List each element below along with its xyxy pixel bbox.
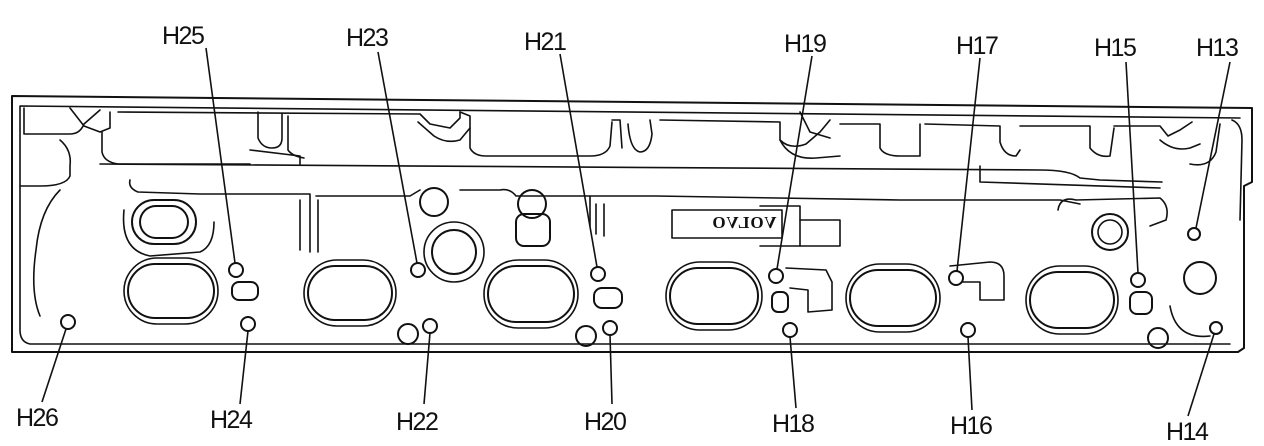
leader-h26 [41,328,67,403]
label-h24: H24 [210,406,253,434]
leader-h25 [205,47,236,264]
gallery-lines [128,179,1081,253]
hole-h15 [1130,272,1146,288]
hole-h17 [948,270,964,286]
label-h18: H18 [772,410,814,438]
part-outline [11,95,1253,353]
hole-h26 [60,314,76,330]
hole-labels: H13 H14 H15 H16 H17 H18 H19 H20 H21 H22 … [16,22,1239,446]
leader-h16 [967,336,973,411]
leader-h22 [423,332,431,405]
hole-h23 [410,262,426,278]
label-h26: H26 [16,404,58,432]
slot-boss [122,199,215,257]
leader-h14 [1187,333,1215,417]
hole-h13 [1187,227,1201,241]
hole-h25 [228,262,244,278]
leader-h20 [609,334,613,405]
label-h15: H15 [1094,34,1136,62]
label-h20: H20 [584,408,626,436]
leader-h15 [1125,61,1139,274]
label-h25: H25 [162,22,204,50]
hole-h24 [240,316,256,332]
hole-h16 [960,322,976,338]
leader-lines [41,47,1231,417]
leader-h24 [239,330,249,405]
coolant-passages [32,187,1217,349]
leader-h13 [1195,61,1231,229]
label-h14: H14 [1166,418,1209,446]
label-h16: H16 [950,412,992,440]
leader-h18 [789,336,797,409]
hole-h20 [602,320,618,336]
ports [123,257,1119,335]
hole-h14 [1209,321,1223,335]
leader-h19 [776,55,813,270]
leader-h23 [377,51,418,264]
hole-h18 [782,322,798,338]
bolt-holes [60,227,1223,338]
brand-text: VOLVO [711,213,776,232]
top-channels [19,107,1221,189]
label-h19: H19 [784,30,826,58]
label-h17: H17 [956,32,998,60]
leader-h17 [956,57,981,272]
hole-h21 [590,266,606,282]
label-h13: H13 [1196,34,1238,62]
label-h23: H23 [346,24,388,52]
hole-h22 [422,318,438,334]
brand-mark: VOLVO [711,213,776,232]
label-h21: H21 [524,28,566,56]
hole-h19 [768,268,784,284]
brand-plate [671,209,783,239]
leader-h21 [559,53,598,268]
label-h22: H22 [396,408,438,436]
